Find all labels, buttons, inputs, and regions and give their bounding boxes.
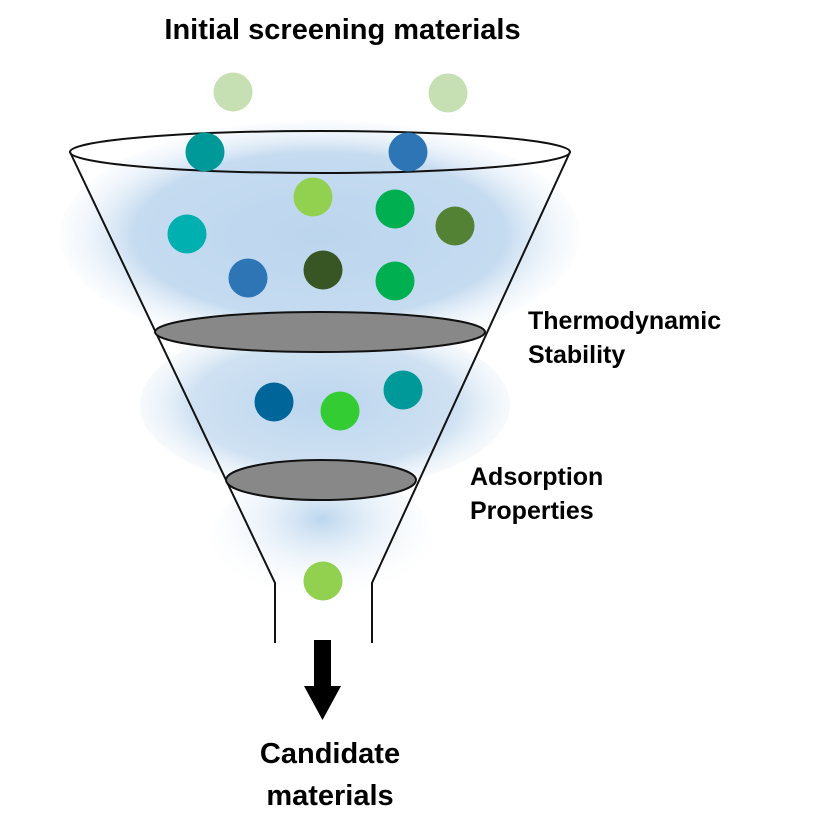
particle-stage0 bbox=[435, 206, 475, 246]
particle-stage2 bbox=[303, 561, 343, 601]
stage-label-thermodynamic-stability: Thermodynamic Stability bbox=[528, 304, 721, 372]
particle-stage0 bbox=[303, 250, 343, 290]
output-label-line1: Candidate bbox=[259, 738, 401, 770]
particle-stage0 bbox=[185, 132, 225, 172]
stage-label-line2: Stability bbox=[528, 341, 626, 369]
funnel-glow-bottom bbox=[212, 470, 432, 610]
stage-label-adsorption-properties: Adsorption Properties bbox=[470, 460, 603, 528]
particle-stage0 bbox=[375, 189, 415, 229]
stage-label-line1: Thermodynamic bbox=[528, 307, 722, 335]
funnel-left-side bbox=[69, 151, 276, 643]
down-arrow-icon bbox=[304, 640, 341, 720]
particle-stage0 bbox=[388, 132, 428, 172]
particles bbox=[167, 72, 475, 601]
particle-above-funnel bbox=[428, 73, 468, 113]
filter-adsorption-properties bbox=[225, 459, 417, 501]
diagram-title: Initial screening materials bbox=[164, 14, 521, 46]
particle-stage1 bbox=[383, 370, 423, 410]
particle-stage0 bbox=[228, 258, 268, 298]
particle-stage1 bbox=[254, 382, 294, 422]
particle-stage1 bbox=[320, 391, 360, 431]
particle-stage0 bbox=[375, 261, 415, 301]
stage-label-line2: Properties bbox=[470, 497, 594, 525]
funnel-right-side bbox=[371, 151, 571, 643]
particle-stage0 bbox=[167, 214, 207, 254]
output-label-line2: materials bbox=[266, 780, 394, 812]
particle-above-funnel bbox=[213, 72, 253, 112]
filter-thermodynamic-stability bbox=[154, 311, 486, 353]
stage-label-line1: Adsorption bbox=[470, 463, 604, 491]
output-label-candidate-materials: Candidate materials bbox=[200, 733, 460, 817]
particle-stage0 bbox=[293, 177, 333, 217]
funnel-glow-top bbox=[60, 120, 580, 350]
